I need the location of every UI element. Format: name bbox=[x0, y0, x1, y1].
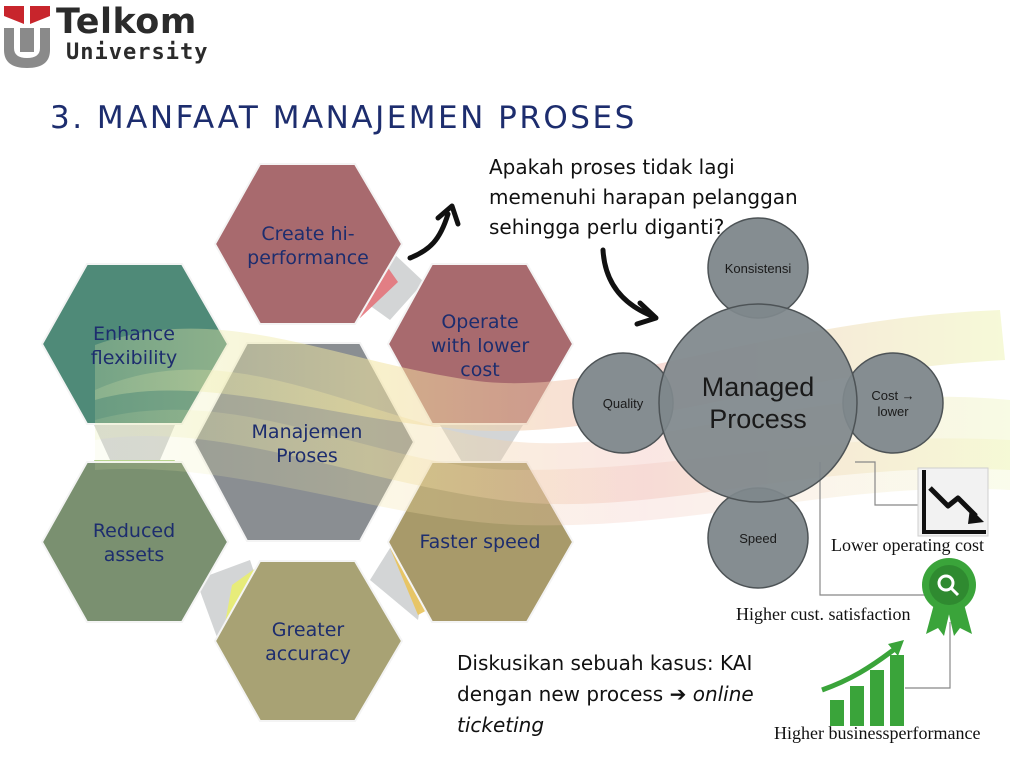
circle-label-konsistensi: Konsistensi bbox=[725, 261, 792, 276]
label-enhance-1: Enhance bbox=[93, 323, 175, 345]
circle-label-cost-1: Cost → bbox=[871, 388, 914, 403]
hex-reduced-assets bbox=[40, 461, 230, 623]
curved-arrow-icon bbox=[407, 211, 451, 261]
discussion-line-3: ticketing bbox=[457, 713, 544, 737]
downtrend-chart-icon bbox=[917, 467, 989, 537]
connector-line-satisfaction bbox=[819, 462, 935, 596]
outcome-higher-performance: Higher businessperformance bbox=[774, 723, 980, 743]
discussion-line-2-italic: online bbox=[693, 682, 754, 706]
circle-label-speed: Speed bbox=[739, 531, 777, 546]
logo-text-university: University bbox=[66, 40, 209, 65]
circle-label-managed: Managed bbox=[702, 372, 815, 402]
label-faster: Faster speed bbox=[419, 531, 540, 553]
hex-create-hi-performance bbox=[213, 163, 404, 325]
question-line-2: memenuhi harapan pelanggan bbox=[489, 185, 798, 209]
circle-cost-lower bbox=[842, 352, 944, 454]
label-operate-3: cost bbox=[460, 359, 499, 381]
hex-greater-accuracy bbox=[213, 560, 404, 722]
connector-line-performance bbox=[905, 622, 951, 689]
slide-title: 3. MANFAAT MANAJEMEN PROSES bbox=[50, 100, 637, 136]
circle-managed-process bbox=[658, 303, 858, 503]
discussion-line-2: dengan new process ➔ online bbox=[457, 682, 754, 706]
circle-label-cost-2: lower bbox=[877, 404, 909, 419]
label-center-1: Manajemen bbox=[252, 421, 363, 443]
label-enhance-2: flexibility bbox=[91, 347, 177, 369]
arrowhead-icon bbox=[435, 203, 461, 227]
label-operate-2: with lower bbox=[431, 335, 529, 357]
award-badge-icon bbox=[922, 558, 976, 636]
label-create-2: performance bbox=[247, 247, 369, 269]
telkom-university-logo: Telkom University bbox=[0, 0, 210, 72]
arrowhead-icon-2 bbox=[634, 300, 659, 327]
label-operate-1: Operate bbox=[441, 311, 518, 333]
logo-text-telkom: Telkom bbox=[56, 2, 197, 42]
connector-line-lower-cost bbox=[855, 461, 918, 506]
question-line-3: sehingga perlu diganti? bbox=[489, 215, 724, 239]
label-greater-2: accuracy bbox=[265, 643, 351, 665]
question-line-1: Apakah proses tidak lagi bbox=[489, 155, 735, 179]
label-center-2: Proses bbox=[276, 445, 338, 467]
outcome-lower-operating-cost: Lower operating cost bbox=[831, 535, 984, 555]
circle-label-process: Process bbox=[709, 404, 807, 434]
label-reduced-1: Reduced bbox=[93, 520, 175, 542]
discussion-line-1: Diskusikan sebuah kasus: KAI bbox=[457, 651, 752, 675]
label-reduced-2: assets bbox=[104, 544, 164, 566]
label-greater-1: Greater bbox=[272, 619, 345, 641]
outcome-higher-satisfaction: Higher cust. satisfaction bbox=[736, 604, 910, 624]
label-create-1: Create hi- bbox=[261, 223, 354, 245]
circle-label-quality: Quality bbox=[603, 396, 644, 411]
bar-growth-chart-icon bbox=[821, 640, 904, 726]
arrow-right-icon: ➔ bbox=[670, 682, 693, 706]
curved-arrow-icon-2 bbox=[600, 247, 655, 319]
discussion-line-2-prefix: dengan new process bbox=[457, 682, 670, 706]
telkom-logo-mark-icon bbox=[4, 6, 50, 68]
